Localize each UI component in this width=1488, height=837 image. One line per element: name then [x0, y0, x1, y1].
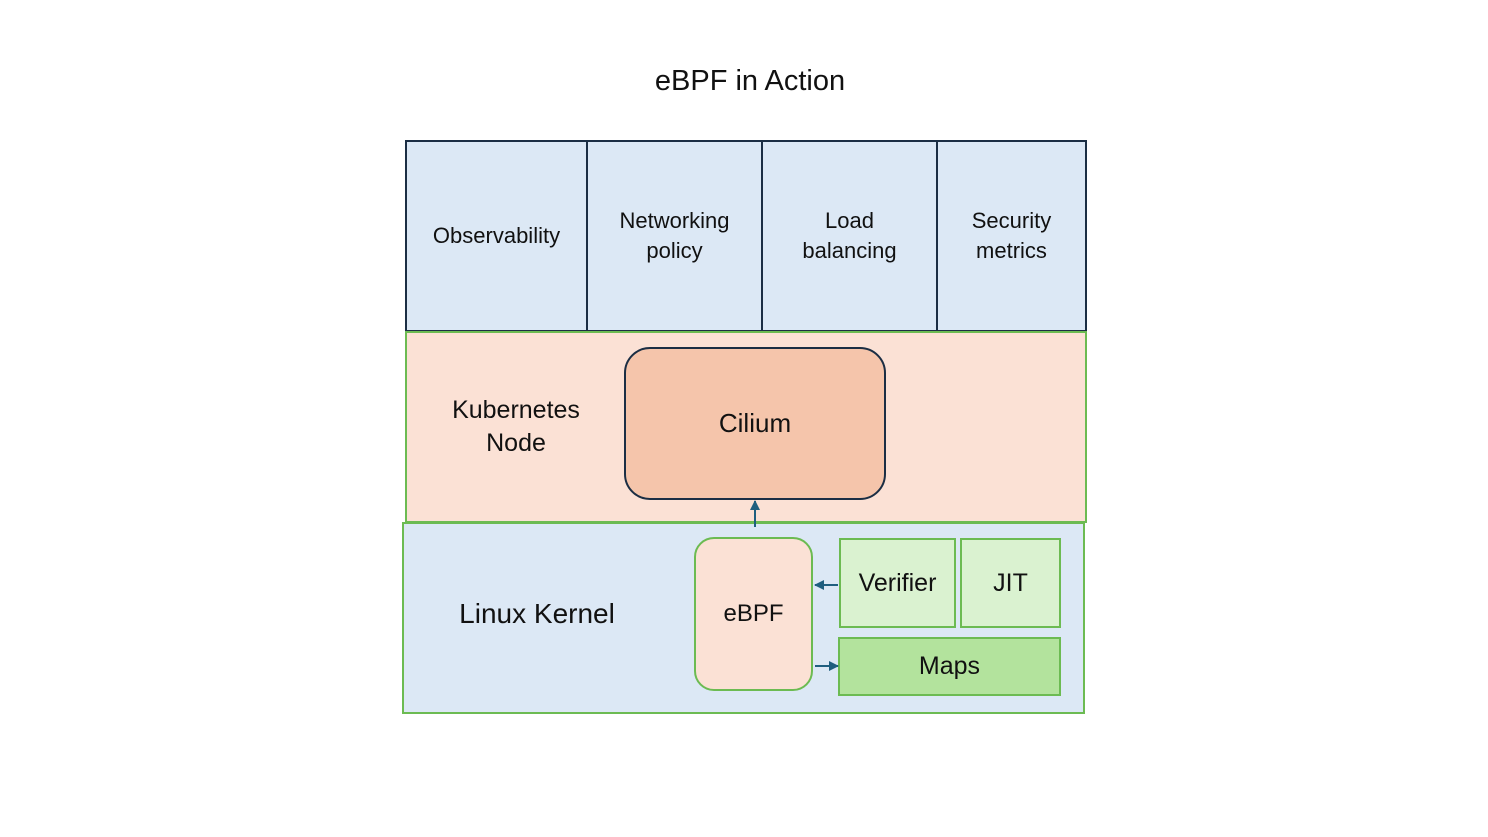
ebpf-box: eBPF — [694, 537, 813, 691]
capability-networking-policy-line1: Networking — [619, 208, 730, 233]
capability-security-metrics-line2: metrics — [976, 238, 1047, 263]
jit-box: JIT — [960, 538, 1061, 628]
capability-security-metrics: Security metrics — [936, 140, 1087, 332]
ebpf-label: eBPF — [723, 600, 784, 627]
capability-observability-line1: Observability — [432, 223, 561, 248]
verifier-label: Verifier — [858, 568, 937, 597]
diagram-title: eBPF in Action — [654, 65, 846, 97]
capability-load-balancing-line2: balancing — [802, 238, 897, 263]
cilium-label: Cilium — [718, 408, 792, 438]
capability-observability: Observability — [405, 140, 588, 332]
maps-box: Maps — [838, 637, 1061, 696]
linux-kernel-label: Linux Kernel — [459, 598, 615, 629]
maps-label: Maps — [918, 652, 981, 680]
kubernetes-node-label: Kubernetes Node — [426, 394, 606, 460]
kubernetes-node-label-line1: Kubernetes — [452, 396, 580, 424]
capability-load-balancing-line1: Load — [825, 208, 874, 233]
cilium-box: Cilium — [624, 347, 886, 500]
jit-label: JIT — [993, 568, 1028, 597]
verifier-box: Verifier — [839, 538, 956, 628]
kubernetes-node-label-line2: Node — [486, 429, 546, 457]
capability-security-metrics-line1: Security — [971, 208, 1052, 233]
capability-networking-policy-line2: policy — [646, 238, 703, 263]
